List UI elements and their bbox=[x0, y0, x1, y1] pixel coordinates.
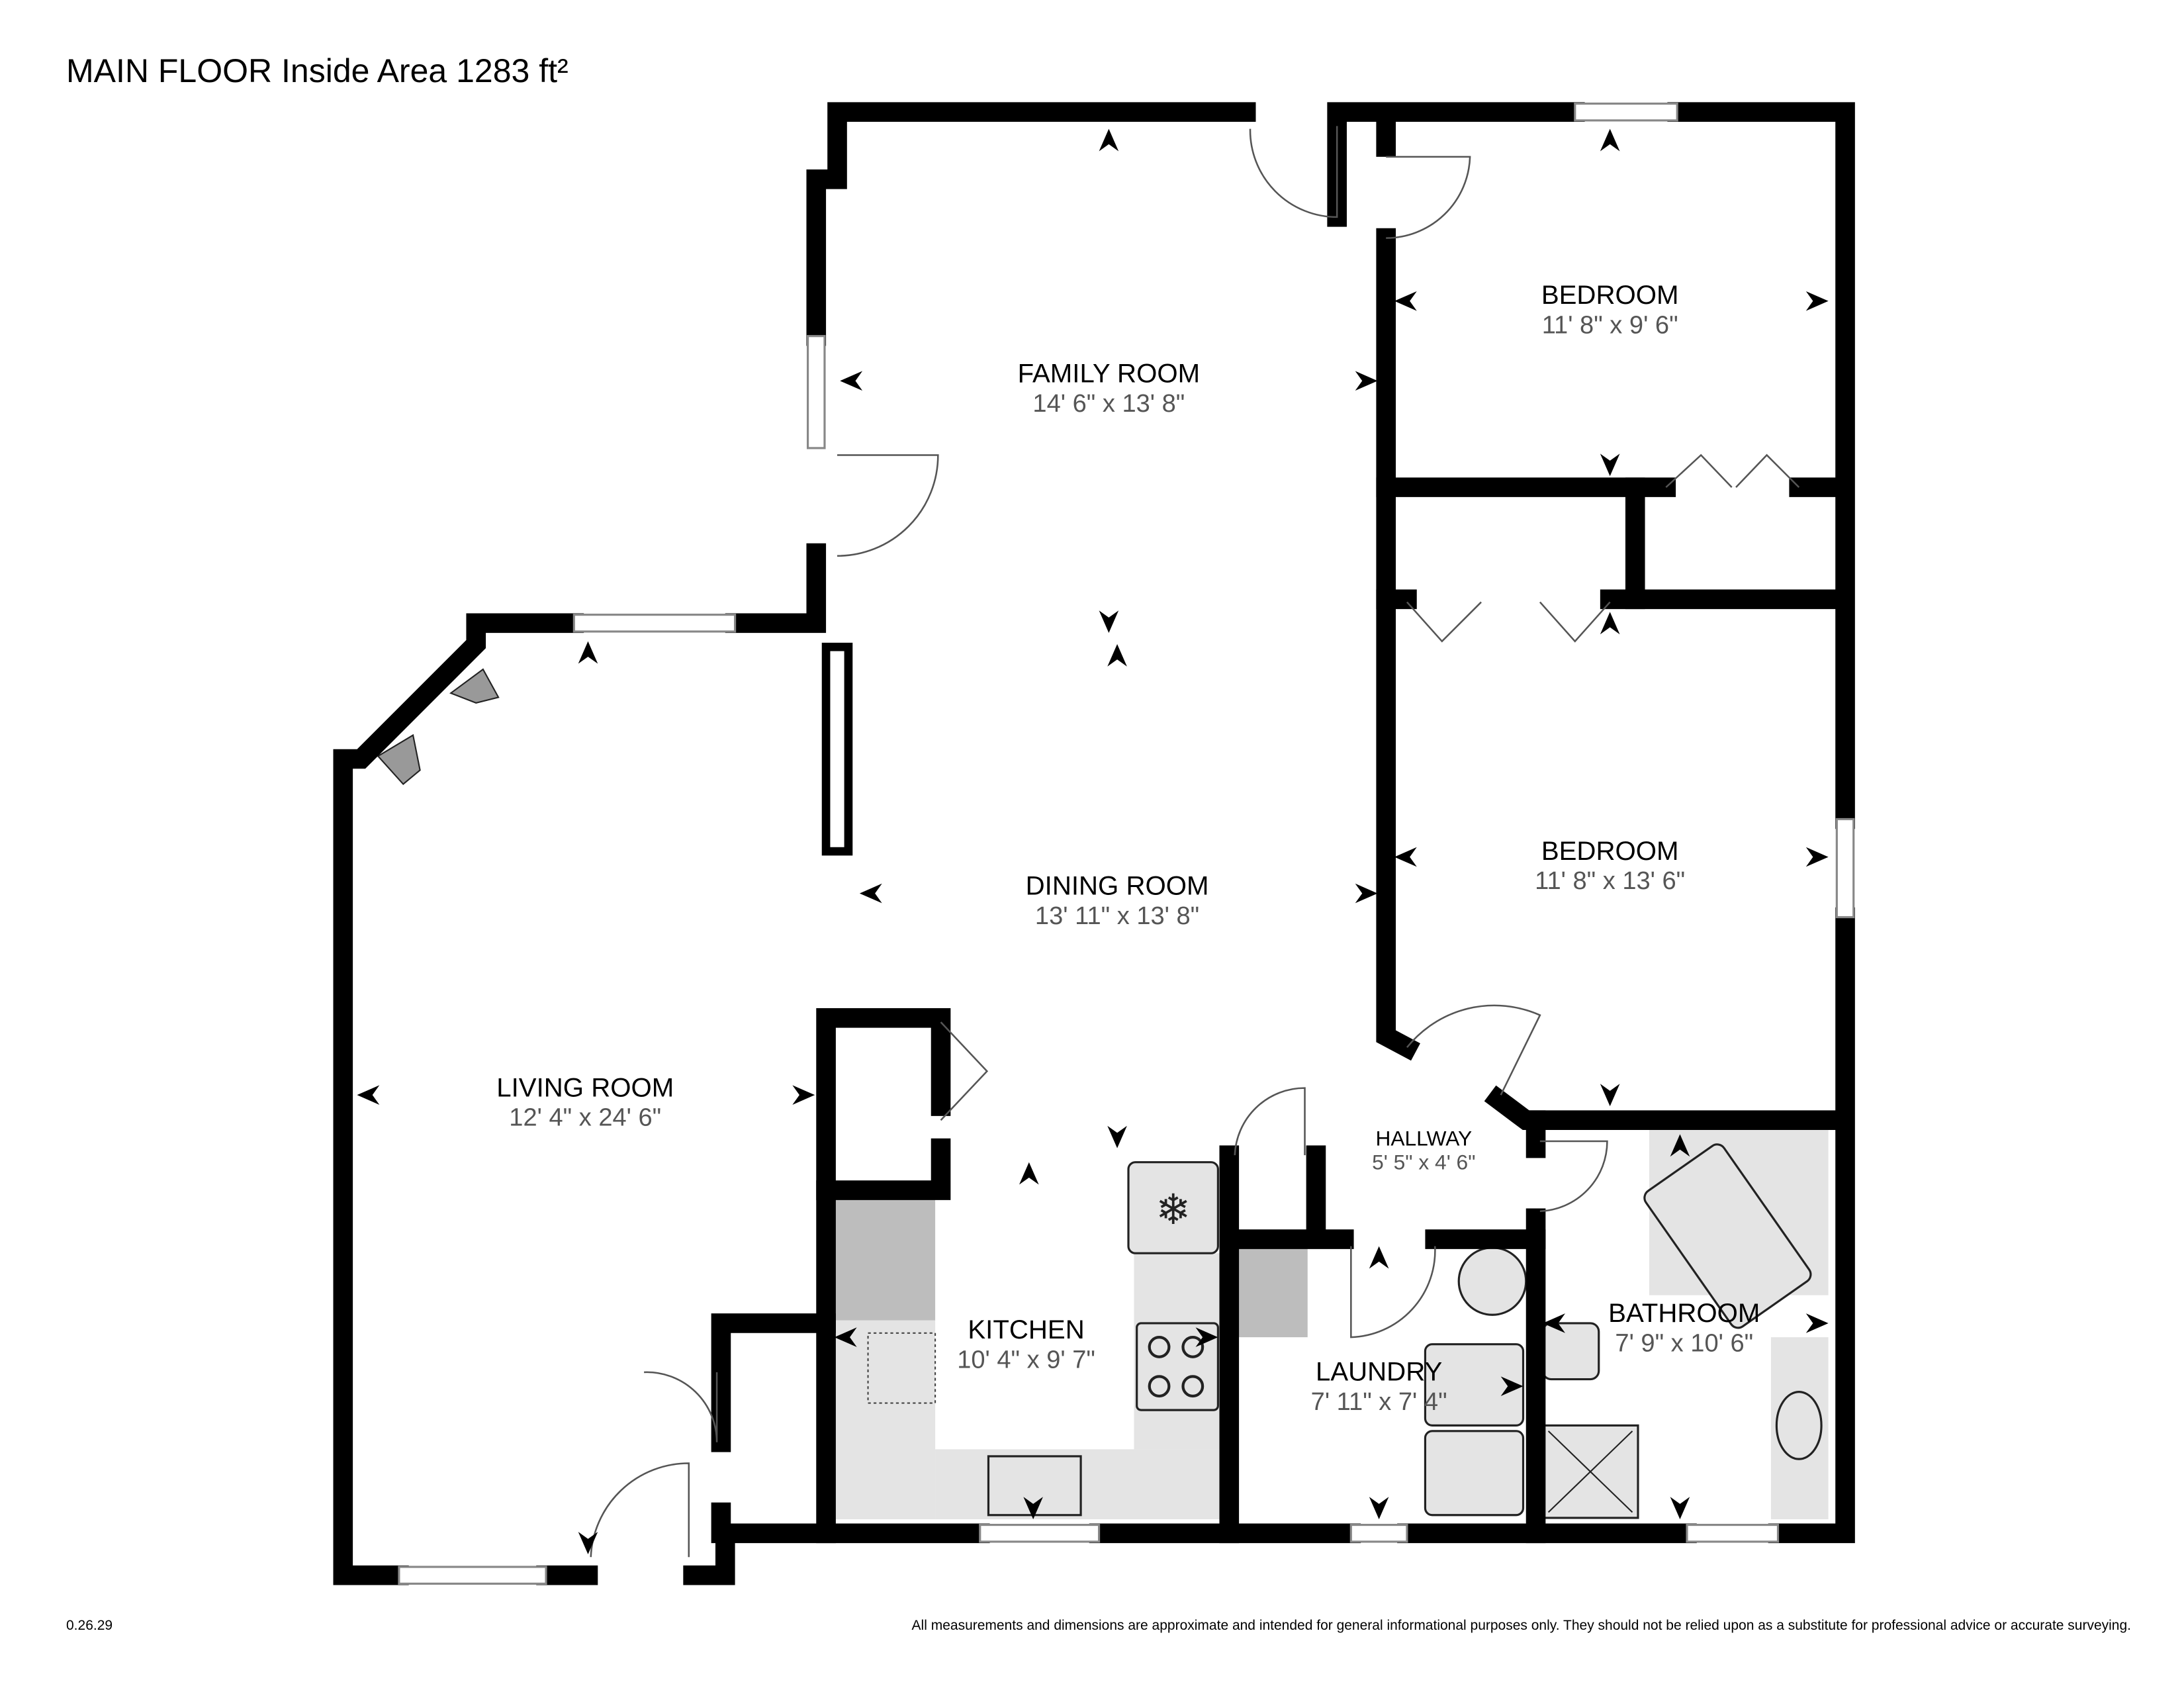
kitchen-table bbox=[867, 1332, 936, 1404]
room-name: BEDROOM bbox=[1541, 836, 1679, 866]
refrigerator bbox=[1127, 1161, 1219, 1254]
room-dims: 7' 11" x 7' 4" bbox=[1311, 1388, 1447, 1416]
disclaimer: All measurements and dimensions are appr… bbox=[911, 1618, 2131, 1633]
bathroom-sink bbox=[1775, 1391, 1823, 1460]
room-dims: 14' 6" x 13' 8" bbox=[1032, 390, 1185, 418]
room-labels: FAMILY ROOM 14' 6" x 13' 8" BEDROOM 11' … bbox=[496, 280, 1760, 1416]
room-dims: 10' 4" x 9' 7" bbox=[957, 1346, 1095, 1374]
washer bbox=[1424, 1430, 1525, 1517]
room-name: BATHROOM bbox=[1608, 1298, 1760, 1328]
dryer bbox=[1424, 1343, 1525, 1427]
toilet bbox=[1541, 1322, 1600, 1381]
dimension-arrows bbox=[357, 128, 1829, 1554]
walls bbox=[333, 102, 1855, 1585]
room-name: DINING ROOM bbox=[1026, 871, 1209, 901]
floor-title: MAIN FLOOR Inside Area 1283 ft² bbox=[66, 52, 569, 89]
water-heater bbox=[1457, 1246, 1527, 1316]
room-name: FAMILY ROOM bbox=[1018, 358, 1200, 388]
room-name: HALLWAY bbox=[1375, 1126, 1472, 1150]
room-dims: 12' 4" x 24' 6" bbox=[509, 1104, 661, 1132]
shower-drain bbox=[1547, 1430, 1633, 1513]
room-name: LIVING ROOM bbox=[496, 1072, 674, 1102]
bathtub bbox=[1643, 1143, 1812, 1329]
fireplace bbox=[377, 668, 500, 786]
room-name: LAUNDRY bbox=[1316, 1357, 1442, 1387]
room-dims: 5' 5" x 4' 6" bbox=[1372, 1150, 1475, 1174]
room-dims: 7' 9" x 10' 6" bbox=[1615, 1329, 1753, 1357]
room-name: BEDROOM bbox=[1541, 280, 1679, 310]
room-dims: 13' 11" x 13' 8" bbox=[1035, 902, 1199, 930]
snowflake-icon: ❄ bbox=[1156, 1187, 1191, 1233]
room-dims: 11' 8" x 9' 6" bbox=[1542, 311, 1678, 339]
room-dims: 11' 8" x 13' 6" bbox=[1535, 867, 1685, 895]
room-name: KITCHEN bbox=[968, 1315, 1084, 1344]
version-label: 0.26.29 bbox=[66, 1618, 113, 1633]
burners bbox=[1148, 1336, 1205, 1398]
windows bbox=[398, 102, 1855, 1585]
